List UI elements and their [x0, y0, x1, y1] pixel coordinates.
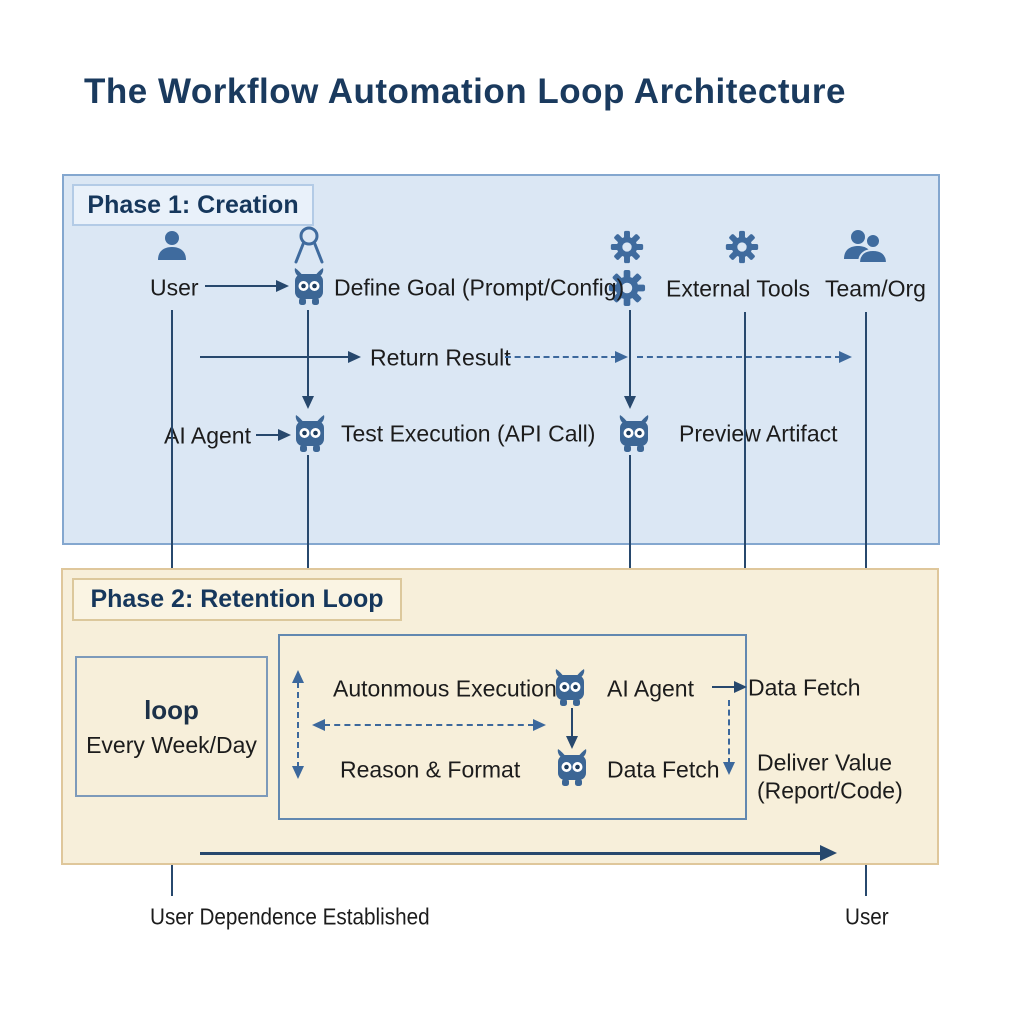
arrow-dependence-flow [200, 852, 822, 855]
node-p2-ai-agent: AI Agent [607, 675, 694, 702]
lifeline-team-1 [865, 312, 867, 657]
gear-icon [610, 230, 644, 264]
execution-loop-box [278, 634, 747, 820]
arrowhead-right-icon [348, 351, 361, 363]
arrow-user-to-robot [205, 285, 277, 287]
dashed-arrow-return-2 [637, 356, 841, 358]
person-outline-icon [294, 226, 324, 264]
dashed-arrow-datafetch [728, 700, 730, 764]
node-ai-agent: AI Agent [164, 422, 251, 449]
node-test-execution: Test Execution (API Call) [341, 420, 596, 447]
gear-icon [608, 269, 646, 307]
node-data-fetch-bottom: Data Fetch [607, 756, 720, 783]
arrowhead-left-icon [312, 719, 325, 731]
node-deliver-value-1: Deliver Value [757, 749, 893, 776]
lifeline-user-1 [171, 310, 173, 578]
people-icon [844, 230, 889, 264]
node-autonomous-execution: Autonmous Execution [333, 675, 557, 702]
phase1-panel [62, 174, 940, 545]
arrow-gear-to-preview [629, 310, 631, 398]
node-external-tools: External Tools [666, 275, 811, 302]
node-return-result: Return Result [370, 344, 511, 371]
footer-left-label: User Dependence Established [150, 903, 430, 930]
phase1-label: Phase 1: Creation [72, 184, 314, 226]
arrowhead-down-icon [624, 396, 636, 409]
arrowhead-right-icon [533, 719, 546, 731]
phase2-label: Phase 2: Retention Loop [72, 578, 402, 621]
arrow-define-to-test [307, 310, 309, 398]
user-person-icon [158, 231, 186, 260]
node-define-goal: Define Goal (Prompt/Config) [334, 274, 625, 301]
arrow-return-result [200, 356, 350, 358]
node-data-fetch-top: Data Fetch [748, 674, 861, 701]
arrowhead-right-icon [615, 351, 628, 363]
lifeline-gear [629, 455, 631, 634]
arrowhead-down-icon [292, 766, 304, 779]
arrowhead-down-icon [566, 736, 578, 749]
arrowhead-right-icon [820, 845, 837, 861]
arrowhead-down-icon [302, 396, 314, 409]
arrowhead-up-icon [292, 670, 304, 683]
dashed-horizontal-loop [324, 724, 534, 726]
node-preview-artifact: Preview Artifact [679, 420, 838, 447]
loop-box: loop Every Week/Day [75, 656, 268, 797]
dashed-vertical-loop [297, 682, 299, 768]
page-title: The Workflow Automation Loop Architectur… [84, 71, 846, 111]
robot-icon [619, 415, 649, 452]
gear-icon [725, 230, 759, 264]
arrowhead-right-icon [278, 429, 291, 441]
arrowhead-right-icon [276, 280, 289, 292]
arrow-aiagent-to-robot [256, 434, 280, 436]
arrowhead-right-icon [734, 681, 747, 693]
robot-icon [555, 669, 585, 706]
arrowhead-down-icon [723, 762, 735, 775]
node-team-org: Team/Org [825, 275, 926, 302]
footer-right-label: User [845, 903, 889, 930]
node-reason-format: Reason & Format [340, 756, 521, 783]
lifeline-external-tools [744, 312, 746, 625]
robot-icon [294, 268, 324, 305]
robot-icon [295, 415, 325, 452]
node-deliver-value-2: (Report/Code) [757, 777, 903, 804]
robot-icon [557, 749, 587, 786]
arrow-agent-to-datafetch [712, 686, 736, 688]
arrowhead-right-icon [839, 351, 852, 363]
dashed-arrow-return-1 [505, 356, 617, 358]
loop-box-subtitle: Every Week/Day [86, 731, 257, 758]
loop-box-title: loop [144, 694, 199, 725]
node-user: User [150, 274, 199, 301]
arrow-agent-to-fetchrobot [571, 708, 573, 738]
lifeline-robot [307, 455, 309, 578]
